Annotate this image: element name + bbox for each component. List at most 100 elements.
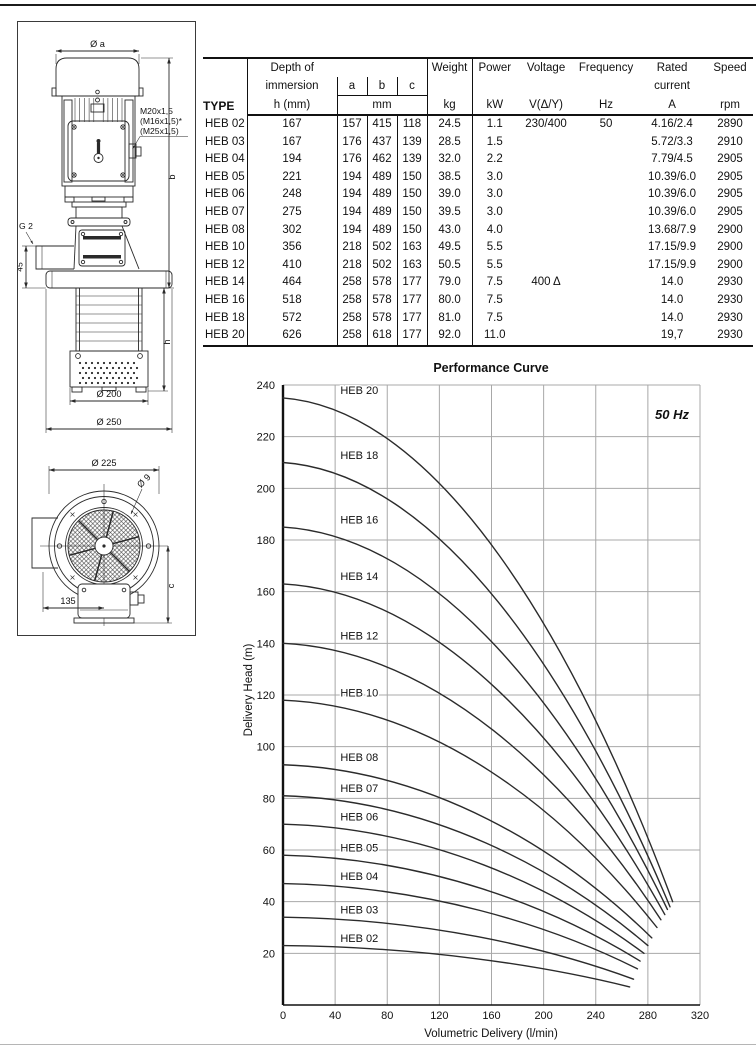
spec-value (575, 204, 637, 222)
curve-label: HEB 10 (340, 687, 378, 699)
spec-value: 2900 (717, 258, 743, 271)
spec-value: 177 (396, 327, 428, 347)
curve-label: HEB 03 (340, 904, 378, 916)
discharge-connection: G 2 (19, 221, 74, 270)
bolt-holes (56, 498, 152, 580)
x-tick-label: 200 (534, 1010, 552, 1022)
col-header-voltage: Voltage (526, 62, 566, 74)
curve-label: HEB 20 (340, 385, 378, 397)
spec-value: 14.0 (660, 276, 684, 289)
spec-value: 163 (396, 256, 428, 275)
spec-value: 150 (396, 221, 428, 240)
col-header-speed: Speed (713, 62, 747, 74)
col-header-rated-1: Rated (656, 62, 688, 74)
curve-label: HEB 14 (340, 571, 378, 583)
spec-value (517, 292, 575, 310)
y-tick-label: 160 (257, 587, 275, 599)
spec-value: 176 (336, 151, 367, 169)
curve-label: HEB 07 (340, 783, 378, 795)
pump-dimension-drawing: Ø a (18, 39, 188, 626)
col-header-weight: Weight (426, 58, 473, 77)
suction-strainer (69, 350, 149, 393)
spec-value: 258 (336, 274, 367, 292)
performance-curve-heb-06 (282, 823, 645, 955)
spec-value: 489 (366, 168, 397, 187)
spec-value (575, 310, 637, 328)
x-tick-label: 320 (691, 1010, 709, 1022)
y-tick-label: 220 (257, 432, 275, 444)
spec-value: 489 (366, 186, 397, 204)
performance-curve-heb-14 (282, 583, 666, 916)
pump-spec-table: TYPE Depth of Weight Power Voltage Frequ… (203, 57, 754, 347)
performance-curve-chart: Performance Curve 50 Hz Delivery Head (m… (243, 361, 709, 1040)
dim-45: 45 (18, 245, 46, 289)
type-value: HEB 14 (205, 276, 245, 289)
col-header-c: c (396, 77, 428, 96)
bottom-terminal-box (73, 583, 145, 624)
spec-value (575, 239, 637, 257)
spec-value: 11.0 (471, 327, 518, 347)
spec-value: 578 (366, 274, 397, 292)
pump-stage-stack (75, 287, 143, 352)
spec-value: 626 (246, 327, 337, 347)
spec-value: 2.2 (471, 151, 518, 169)
spec-value: 167 (246, 133, 337, 152)
frequency-annotation: 50 Hz (655, 407, 689, 422)
performance-curve-heb-20 (282, 397, 674, 903)
spec-value: 24.5 (426, 115, 473, 134)
type-value: HEB 08 (205, 223, 245, 236)
type-value: HEB 06 (205, 188, 245, 201)
dim-label-b: b (167, 174, 177, 179)
conn-label-g2: G 2 (19, 221, 33, 231)
curve-label: HEB 04 (340, 871, 378, 883)
curve-label: HEB 18 (340, 450, 378, 462)
spec-value: 502 (366, 256, 397, 275)
spec-value: 3.0 (471, 168, 518, 187)
performance-curve-heb-12 (282, 642, 662, 921)
spec-value: 17.15/9.9 (648, 241, 697, 254)
performance-curve-heb-05 (282, 854, 641, 962)
spec-value: 177 (396, 274, 428, 292)
curve-label: HEB 02 (340, 933, 378, 945)
header-row-1: TYPE Depth of Weight Power Voltage Frequ… (203, 58, 753, 115)
spec-value: 4.16/2.4 (651, 118, 693, 130)
x-tick-label: 240 (587, 1010, 605, 1022)
spec-value: 415 (366, 115, 397, 134)
spec-value: 2905 (717, 205, 743, 218)
y-tick-label: 240 (257, 380, 275, 392)
spec-value (575, 151, 637, 169)
pump-bottom-view: Ø 225 (31, 458, 176, 626)
spec-value: 194 (336, 221, 367, 240)
col-header-frequency: Frequency (578, 62, 634, 74)
spec-value: 3.0 (471, 186, 518, 204)
x-tick-label: 80 (381, 1010, 393, 1022)
col-header-weight-unit: kg (426, 95, 473, 116)
spec-value: 150 (396, 186, 428, 204)
spec-value: 39.5 (426, 203, 473, 222)
spec-value: 410 (246, 256, 337, 275)
dim-dia-225: Ø 225 (48, 458, 160, 494)
spec-value: 163 (396, 239, 428, 257)
spec-value: 258 (336, 291, 367, 310)
spec-value: 50 (599, 118, 613, 130)
curve-label: HEB 05 (340, 842, 378, 854)
dim-label-135: 135 (60, 596, 75, 606)
spec-value: 17.15/9.9 (648, 258, 697, 271)
header-row-3: h (mm) mm kg kW V(Δ/Y) Hz A rpm (203, 95, 754, 116)
thread-callout: M20x1,5 (M16x1,5)* (M25x1,5) (132, 106, 188, 150)
performance-curve-heb-16 (282, 526, 669, 911)
spec-value (517, 169, 575, 187)
spec-value: 356 (246, 239, 337, 257)
spec-value: 81.0 (426, 309, 473, 328)
spec-value: 258 (336, 309, 367, 328)
spec-value: 28.5 (426, 133, 473, 152)
spec-value: 139 (396, 151, 428, 169)
pump-side-view: Ø a (18, 39, 188, 433)
spec-value: 14.0 (660, 293, 684, 306)
